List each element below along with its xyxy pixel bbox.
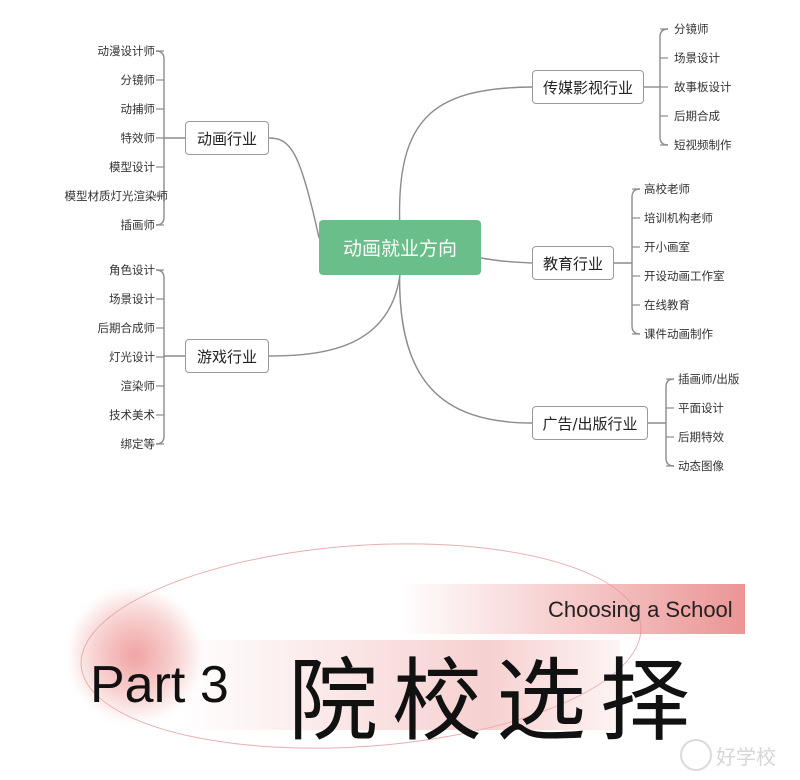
leaf-advertising: 动态图像 (678, 459, 724, 473)
leaf-media: 场景设计 (674, 51, 720, 65)
banner-part-label: Part 3 (90, 656, 229, 714)
connector-game (268, 274, 401, 357)
leaf-game: 绑定等 (120, 437, 156, 451)
leaf-education: 课件动画制作 (644, 327, 713, 341)
branch-media-label: 传媒影视行业 (542, 78, 633, 97)
leaf-animation: 动漫设计师 (97, 44, 156, 58)
leaf-media: 分镜师 (674, 22, 709, 36)
branch-animation-label: 动画行业 (196, 129, 257, 148)
leaf-media: 后期合成 (674, 109, 720, 123)
leaf-advertising: 平面设计 (678, 401, 724, 415)
leaf-game: 角色设计 (109, 263, 155, 277)
banner-subtitle: Choosing a School (548, 597, 733, 622)
leaf-game: 场景设计 (109, 292, 155, 306)
leaf-advertising: 插画师/出版 (678, 372, 740, 386)
mindmap-connectors (155, 28, 675, 467)
banner-title: 院校选择 (288, 649, 704, 754)
leaf-education: 高校老师 (644, 182, 690, 196)
leaf-game: 技术美术 (109, 408, 155, 422)
subtitle-bar (400, 584, 745, 634)
connector-education (480, 257, 533, 264)
bracket-education (631, 188, 641, 335)
branch-education-label: 教育行业 (542, 254, 603, 273)
leaf-media: 短视频制作 (674, 138, 732, 152)
branch-game-label: 游戏行业 (196, 347, 257, 366)
title-highlight (180, 640, 620, 730)
branch-education: 教育行业 (532, 246, 614, 280)
leaf-education: 开小画室 (644, 240, 690, 254)
watermark-text: 好学校 (716, 744, 776, 769)
connector-animation (268, 137, 320, 239)
leaf-animation: 模型材质灯光渲染师 (64, 189, 169, 203)
leaf-animation: 插画师 (120, 218, 156, 232)
root-label: 动画就业方向 (342, 238, 457, 260)
leaf-education: 开设动画工作室 (644, 269, 725, 283)
watermark-logo-icon (680, 739, 712, 771)
connector-advertising (398, 262, 533, 424)
decorative-blob (70, 585, 200, 725)
leaf-game: 渲染师 (120, 379, 156, 393)
leaf-animation: 特效师 (120, 131, 156, 145)
leaf-animation: 动捕师 (120, 102, 156, 116)
leaf-media: 故事板设计 (674, 80, 732, 94)
leaf-animation: 模型设计 (109, 160, 155, 174)
leaf-education: 培训机构老师 (644, 211, 713, 225)
leaf-education: 在线教育 (644, 298, 690, 312)
branch-advertising-label: 广告/出版行业 (542, 414, 638, 433)
watermark: 好学校 (680, 735, 790, 775)
branch-media: 传媒影视行业 (532, 70, 644, 104)
leaf-animation: 分镜师 (120, 73, 156, 87)
branch-game: 游戏行业 (185, 339, 269, 373)
connector-media (398, 86, 533, 233)
bracket-advertising (665, 378, 675, 467)
leaf-advertising: 后期特效 (678, 430, 724, 444)
leaf-game: 灯光设计 (109, 350, 155, 364)
root-node: 动画就业方向 (319, 220, 481, 275)
branch-animation: 动画行业 (185, 121, 269, 155)
leaf-game: 后期合成师 (97, 321, 156, 335)
branch-advertising: 广告/出版行业 (532, 406, 648, 440)
